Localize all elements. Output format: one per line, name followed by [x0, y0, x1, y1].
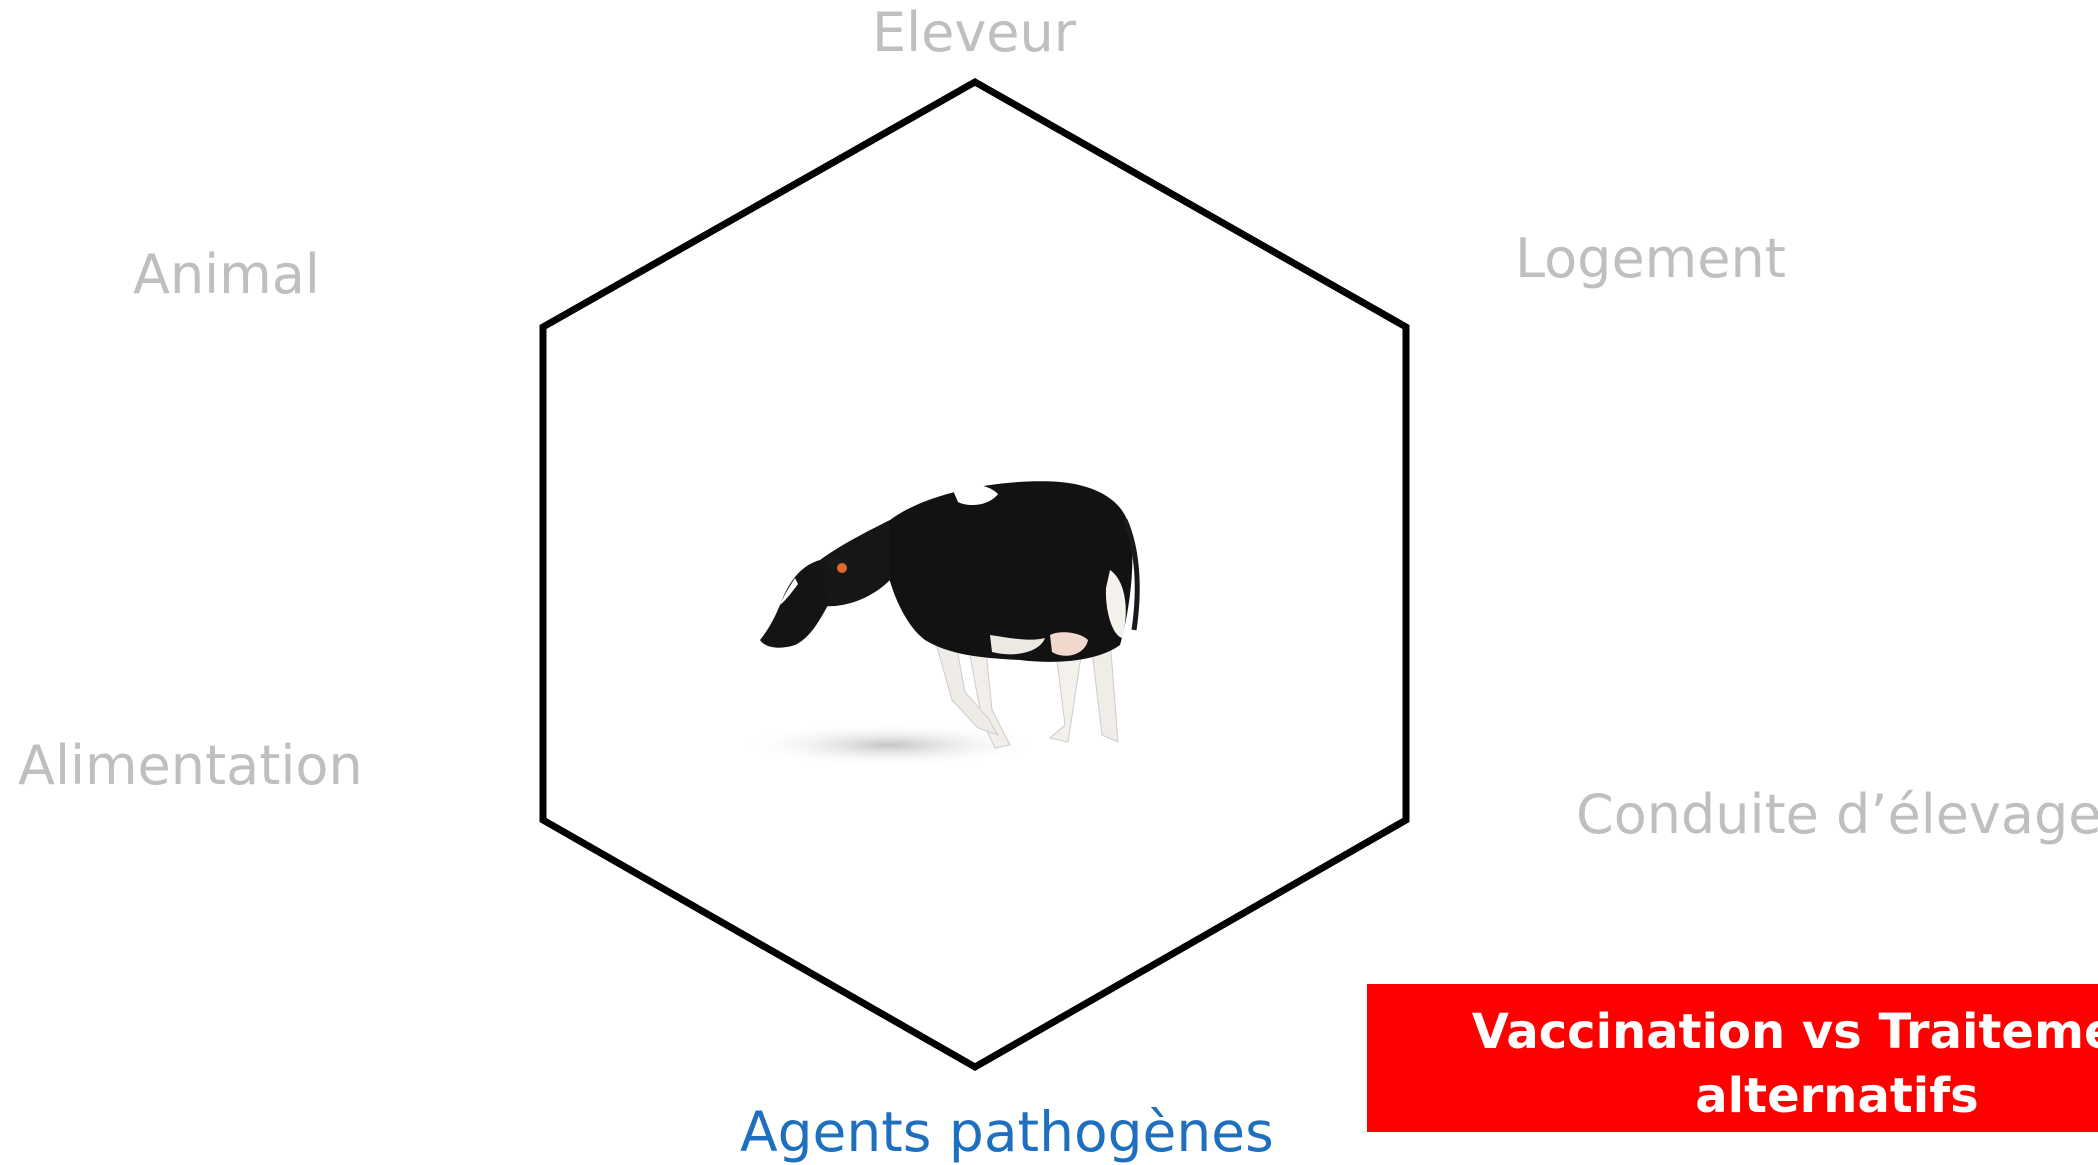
- callout-line-1: Vaccination vs Traitements: [1422, 1000, 2098, 1064]
- cow-body: [885, 481, 1132, 662]
- cow-ear-tag: [837, 563, 847, 573]
- factor-label-logement: Logement: [1515, 232, 1786, 286]
- factor-label-eleveur: Eleveur: [872, 6, 1076, 60]
- factor-label-agents-pathogenes: Agents pathogènes: [740, 1105, 1274, 1160]
- callout-box: Vaccination vs Traitements alternatifs: [1367, 984, 2098, 1132]
- factor-label-animal: Animal: [133, 248, 320, 302]
- callout-text: Vaccination vs Traitements alternatifs: [1422, 1000, 2098, 1128]
- factor-label-alimentation: Alimentation: [18, 739, 363, 793]
- cow-head: [760, 560, 828, 648]
- callout-line-2: alternatifs: [1422, 1064, 2098, 1128]
- factor-label-conduite-elevage: Conduite d’élevage: [1576, 788, 2098, 842]
- cow-illustration: [720, 460, 1180, 790]
- cow-neck: [815, 520, 890, 606]
